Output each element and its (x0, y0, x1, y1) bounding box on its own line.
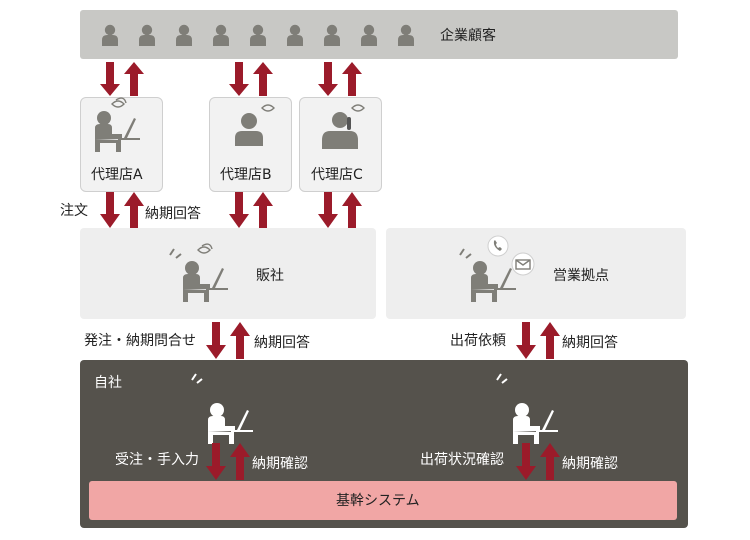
core-system-label: 基幹システム (336, 493, 420, 509)
arrow-up (230, 322, 250, 359)
arrow-down (318, 62, 338, 96)
flow-label-shipping-check: 出荷状況確認 (420, 452, 504, 468)
flow-label-delivery-reply: 納期回答 (145, 206, 201, 222)
arrow-up (540, 322, 560, 359)
arrow-down (229, 62, 249, 96)
agency-box-b (209, 97, 292, 192)
phone-bubble-icon (487, 235, 509, 257)
flow-label-delivery-check: 納期確認 (252, 456, 308, 472)
sales-office-label: 営業拠点 (553, 268, 609, 284)
arrow-up (124, 192, 144, 228)
flow-label-order: 注文 (60, 203, 88, 219)
company-label: 自社 (94, 375, 122, 391)
customer-label: 企業顧客 (440, 28, 496, 44)
arrow-up (342, 192, 362, 228)
distributor-worker-icon (169, 243, 228, 302)
distributor-box (80, 228, 376, 319)
flow-arrows (100, 62, 560, 480)
mail-bubble-icon (511, 252, 535, 276)
sales-office-box (386, 228, 686, 319)
company-worker-icon-left (191, 373, 253, 444)
flow-label-shipping-request: 出荷依頼 (450, 333, 506, 349)
arrow-down (229, 192, 249, 228)
flow-label-delivery-reply: 納期回答 (254, 335, 310, 351)
arrow-up (230, 443, 250, 480)
arrow-up (253, 192, 273, 228)
arrow-down (100, 192, 120, 228)
agency-label-c: 代理店C (311, 167, 363, 183)
agency-c-phone-icon (322, 104, 365, 149)
company-worker-icon-right (496, 373, 558, 444)
agency-box-a (80, 97, 163, 192)
arrow-down (206, 443, 226, 480)
arrow-down (318, 192, 338, 228)
customer-bar (80, 10, 678, 59)
agency-a-worker-icon (95, 97, 140, 152)
arrow-up (124, 62, 144, 96)
arrow-up (342, 62, 362, 96)
arrow-down (516, 322, 536, 359)
agency-b-person-icon (235, 104, 275, 146)
arrow-down (206, 322, 226, 359)
sales-office-worker-icon (459, 248, 516, 302)
customer-person-icons (102, 24, 414, 46)
distributor-label: 販社 (256, 268, 284, 284)
core-system-bar (89, 481, 677, 520)
arrow-down (100, 62, 120, 96)
flow-label-order-inquiry: 発注・納期問合せ (84, 333, 196, 349)
arrow-up (253, 62, 273, 96)
flow-label-delivery-check: 納期確認 (562, 456, 618, 472)
arrow-down (516, 443, 536, 480)
flow-label-delivery-reply: 納期回答 (562, 335, 618, 351)
agency-label-a: 代理店A (91, 167, 143, 183)
agency-label-b: 代理店B (220, 167, 272, 183)
arrow-up (540, 443, 560, 480)
flow-label-order-entry: 受注・手入力 (115, 452, 199, 468)
